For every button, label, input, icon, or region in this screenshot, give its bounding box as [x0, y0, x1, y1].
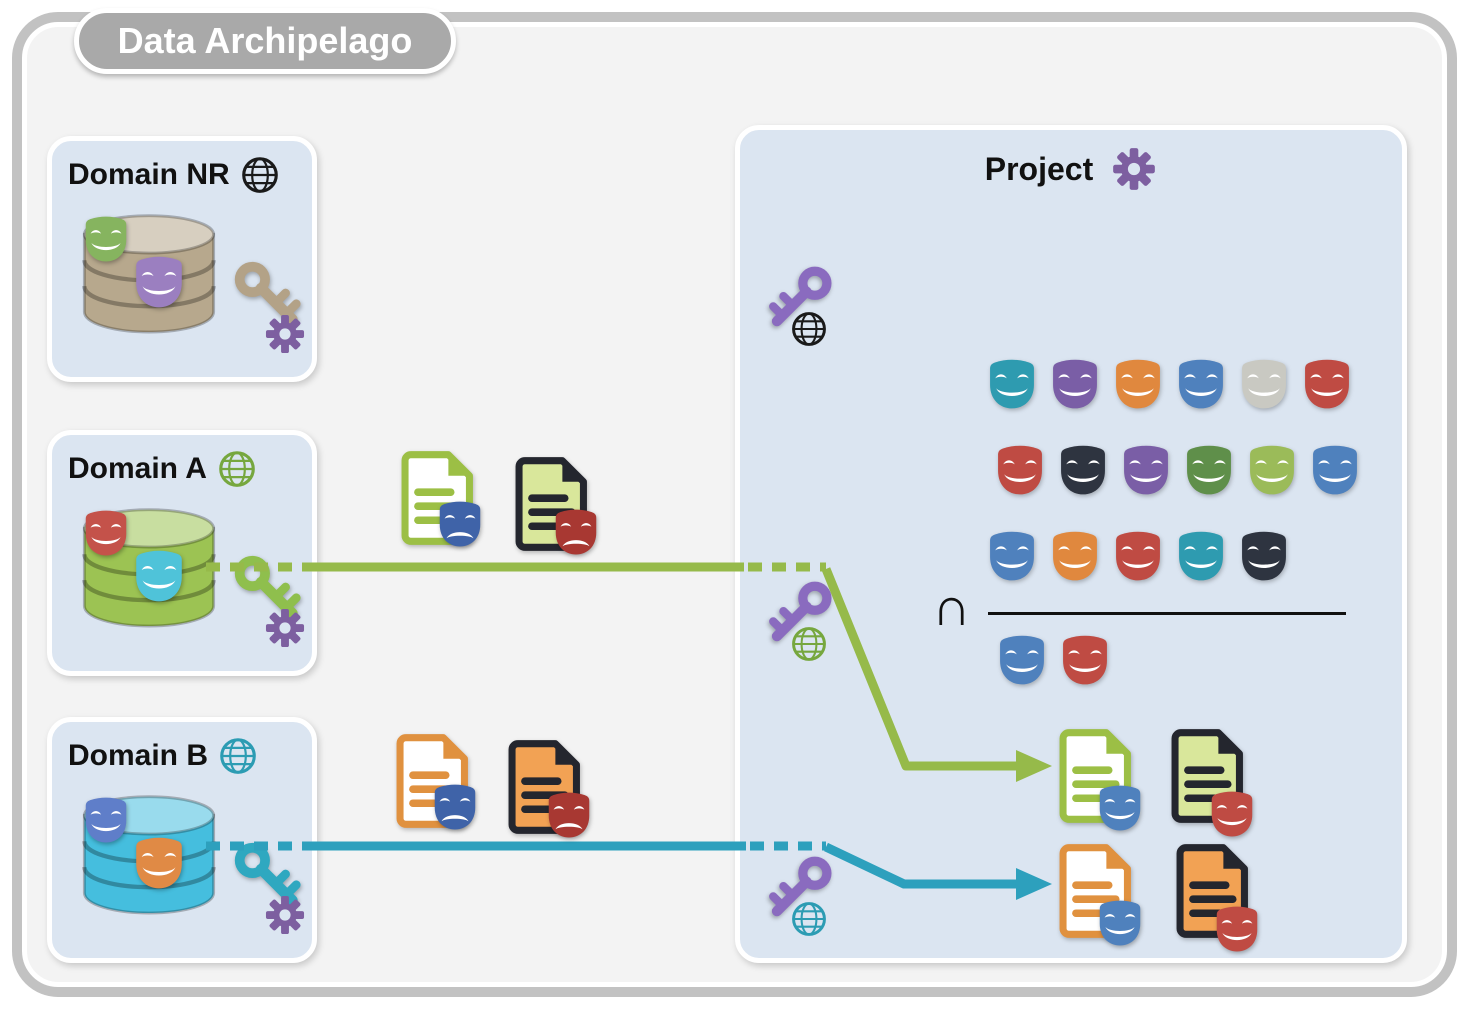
- theater-mask-icon: [1175, 530, 1227, 582]
- theater-mask-icon: [1096, 899, 1144, 947]
- theater-mask-icon: [1213, 905, 1261, 953]
- theater-mask-icon: [986, 358, 1038, 410]
- domain-header: Domain NR: [52, 141, 312, 195]
- globe-icon: [790, 900, 828, 938]
- theater-mask-icon: [82, 796, 130, 844]
- theater-mask-icon: [1057, 444, 1109, 496]
- project-title: Project: [984, 150, 1094, 187]
- theater-mask-icon: [1246, 444, 1298, 496]
- theater-mask-icon: [1238, 358, 1290, 410]
- theater-mask-icon: [436, 500, 484, 548]
- globe-icon: [218, 736, 258, 776]
- project-header: Project: [740, 146, 1402, 192]
- gear-icon: [264, 607, 306, 649]
- theater-mask-icon: [1309, 444, 1361, 496]
- theater-mask-icon: [1049, 358, 1101, 410]
- archipelago-tab: Data Archipelago: [74, 8, 456, 74]
- project-box: Project ∩: [735, 125, 1407, 963]
- theater-mask-icon: [1120, 444, 1172, 496]
- gear-icon: [264, 313, 306, 355]
- theater-mask-icon: [82, 215, 130, 263]
- theater-mask-icon: [552, 508, 600, 556]
- output-docs-orange: [1058, 843, 1288, 973]
- output-docs-green: [1058, 728, 1288, 858]
- theater-mask-icon: [994, 444, 1046, 496]
- theater-mask-icon: [1183, 444, 1235, 496]
- project-mask-row-1: [986, 358, 1353, 410]
- domain-box-nr: Domain NR: [47, 136, 317, 382]
- domain-title: Domain A: [68, 452, 207, 485]
- globe-icon: [240, 155, 280, 195]
- globe-icon: [217, 449, 257, 489]
- globe-icon: [790, 310, 828, 348]
- gear-icon: [1111, 146, 1157, 192]
- theater-mask-icon: [132, 549, 186, 603]
- gear-icon: [264, 894, 306, 936]
- globe-icon: [790, 625, 828, 663]
- transfer-docs-b: [395, 733, 625, 863]
- domain-box-b: Domain B: [47, 717, 317, 963]
- transfer-docs-a: [400, 450, 630, 580]
- domain-title: Domain B: [68, 739, 209, 772]
- theater-mask-icon: [545, 791, 593, 839]
- theater-mask-icon: [1208, 790, 1256, 838]
- domain-header: Domain A: [52, 435, 312, 489]
- theater-mask-icon: [1175, 358, 1227, 410]
- theater-mask-icon: [431, 783, 479, 831]
- theater-mask-icon: [996, 634, 1048, 686]
- theater-mask-icon: [986, 530, 1038, 582]
- project-mask-row-3: [986, 530, 1290, 582]
- theater-mask-icon: [1049, 530, 1101, 582]
- theater-mask-icon: [1059, 634, 1111, 686]
- project-mask-row-2: [994, 444, 1361, 496]
- result-mask-row: [996, 634, 1111, 686]
- theater-mask-icon: [1112, 530, 1164, 582]
- theater-mask-icon: [132, 836, 186, 890]
- theater-mask-icon: [1112, 358, 1164, 410]
- theater-mask-icon: [1096, 784, 1144, 832]
- theater-mask-icon: [132, 255, 186, 309]
- domain-header: Domain B: [52, 722, 312, 776]
- intersection-symbol: ∩: [932, 577, 971, 637]
- domain-box-a: Domain A: [47, 430, 317, 676]
- theater-mask-icon: [1238, 530, 1290, 582]
- intersection-line: [988, 612, 1346, 615]
- domain-title: Domain NR: [68, 158, 230, 191]
- theater-mask-icon: [82, 509, 130, 557]
- archipelago-title: Data Archipelago: [117, 20, 413, 61]
- theater-mask-icon: [1301, 358, 1353, 410]
